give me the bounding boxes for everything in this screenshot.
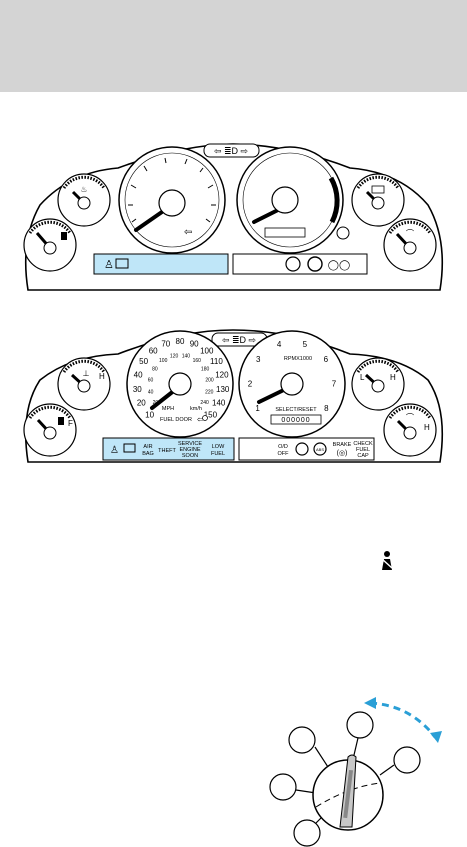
tach-tick-1: 2	[248, 380, 253, 389]
speedo-kmh-tick-10: 220	[205, 389, 214, 395]
speedo-tick-6: 70	[161, 339, 170, 348]
voltage-gauge: L H	[352, 358, 404, 410]
fuel-door-arrow-icon: ⇦	[184, 227, 192, 238]
odometer-display	[265, 228, 305, 237]
speedo-kmh-tick-3: 80	[152, 367, 158, 373]
tach-tick-7: 8	[324, 404, 329, 413]
header-band	[0, 0, 467, 92]
instrument-cluster-basic: ⇦ ≣D ⇨ ⇦ ♨	[0, 135, 467, 300]
position-circle-3	[394, 747, 420, 773]
speedo-tick-10: 110	[210, 357, 223, 366]
seatbelt-icon	[376, 550, 398, 572]
airbag-label: AIR	[143, 444, 152, 450]
tach-unit: RPMX1000	[284, 356, 312, 362]
speedo-kmh-tick-7: 160	[193, 358, 202, 364]
double-arrow-icon	[370, 703, 435, 737]
speedo-tick-4: 50	[139, 357, 148, 366]
instrument-cluster-gt: ⇦ ≣D ⇨ 102030405060708090100110120130140…	[0, 322, 467, 472]
speedo-tick-9: 100	[200, 346, 214, 355]
speedo-kmh-tick-2: 60	[148, 378, 154, 384]
speedo-tick-8: 90	[190, 339, 199, 348]
fuel-full-label: F	[68, 419, 73, 428]
svg-text:BAG: BAG	[142, 451, 154, 457]
fuel-gauge: F	[24, 404, 76, 456]
speedo-tick-1: 20	[137, 399, 146, 408]
low-fuel-label-2: FUEL	[211, 451, 225, 457]
low-fuel-label-1: LOW	[212, 444, 225, 450]
brake-label: BRAKE	[333, 442, 352, 448]
voltage-gauge	[352, 174, 404, 226]
position-circle-2	[347, 712, 373, 738]
speedo-kmh-tick-4: 100	[159, 358, 168, 364]
abs-label: ABS	[316, 447, 324, 452]
oil-pressure-gauge: ⌒ H	[384, 404, 436, 456]
speedo-unit: MPH	[162, 406, 174, 412]
theft-label: THEFT	[158, 448, 176, 454]
position-circle-1	[289, 727, 315, 753]
speedo-kmh-tick-9: 200	[205, 378, 214, 384]
turn-signal-icon: ⇦ ≣D ⇨	[222, 335, 257, 345]
speedo-kmh-tick-6: 140	[182, 354, 191, 360]
speedo-tick-7: 80	[176, 337, 185, 346]
speedo-tick-3: 40	[134, 370, 143, 379]
position-circle-4	[270, 774, 296, 800]
tach-tick-4: 5	[303, 340, 308, 349]
indicator-lamp	[337, 227, 349, 239]
seatbelt-icon: ♙	[104, 259, 114, 271]
odometer-value: 000000	[281, 417, 310, 424]
fuel-door-label: FUEL DOOR	[160, 417, 192, 423]
od-label-2: OFF	[278, 451, 290, 457]
speedo-tick-13: 140	[212, 399, 226, 408]
fuel-pump-icon	[58, 417, 64, 425]
ignition-switch-diagram	[260, 695, 460, 847]
brake-icon: (◎)	[337, 450, 348, 457]
speedo-tick-0: 10	[145, 410, 154, 419]
tach-tick-2: 3	[256, 355, 261, 364]
svg-text:⊥: ⊥	[83, 369, 90, 378]
tach-tick-5: 6	[324, 355, 329, 364]
speedo-tick-12: 130	[216, 385, 230, 394]
od-label-1: O/D	[278, 444, 288, 450]
fuel-gauge	[24, 219, 76, 271]
volt-high-label: H	[390, 373, 396, 382]
select-reset-label: SELECT/RESET	[275, 407, 317, 413]
service-label-3: SOON	[182, 453, 198, 459]
svg-text:♨: ♨	[80, 185, 87, 194]
speedo-unit-metric: km/h	[190, 406, 202, 412]
fuel-pump-icon	[61, 232, 67, 240]
temperature-gauge: ⊥ H	[58, 358, 110, 410]
warning-panel-left	[94, 254, 228, 274]
speedo-kmh-tick-8: 180	[201, 367, 210, 373]
volt-low-label: L	[360, 373, 365, 382]
speedo-kmh-tick-5: 120	[170, 354, 179, 360]
brake-icon: ◯◯	[328, 260, 350, 271]
speedo-tick-2: 30	[133, 385, 142, 394]
check-fuel-cap-3: CAP	[357, 453, 369, 459]
temp-high-label: H	[99, 372, 105, 381]
position-circle-5	[294, 820, 320, 846]
tach-tick-0: 1	[255, 404, 260, 413]
tach-tick-6: 7	[332, 380, 337, 389]
speedo-tick-11: 120	[215, 370, 229, 379]
oil-can-icon: ⌒	[406, 413, 414, 422]
seatbelt-icon: ♙	[110, 445, 119, 456]
oil-can-icon: ⌒	[406, 229, 414, 238]
temperature-gauge: ♨	[58, 174, 110, 226]
oil-pressure-gauge: ⌒	[384, 219, 436, 271]
speedo-kmh-tick-1: 40	[148, 389, 154, 395]
tach-tick-3: 4	[277, 340, 282, 349]
oil-high-label: H	[424, 423, 430, 432]
turn-signal-icon: ⇦ ≣D ⇨	[214, 146, 249, 156]
speedo-tick-5: 60	[149, 346, 158, 355]
